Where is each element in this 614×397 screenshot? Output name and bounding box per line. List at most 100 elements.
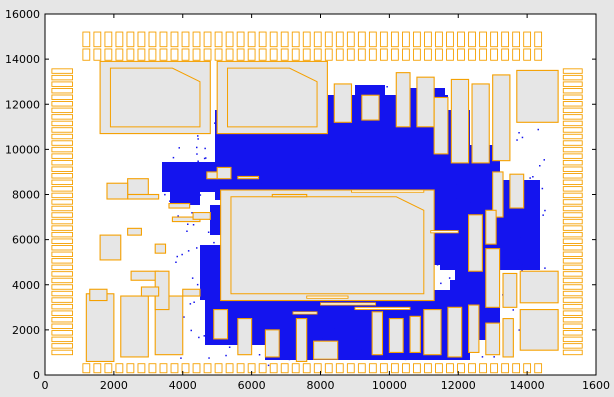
density-dot xyxy=(404,358,407,361)
std-cell xyxy=(447,306,463,358)
io-pad xyxy=(562,133,583,140)
io-pad xyxy=(468,31,476,48)
wire-segment xyxy=(306,295,349,299)
io-pad xyxy=(51,140,74,146)
density-dot xyxy=(455,198,457,200)
density-patch xyxy=(430,205,470,255)
io-pad xyxy=(562,343,583,349)
density-dot xyxy=(345,180,347,182)
density-dot xyxy=(185,183,188,186)
io-pad xyxy=(115,31,124,48)
std-cell xyxy=(154,243,167,254)
io-pad xyxy=(51,323,74,329)
x-tick-label: 8000 xyxy=(307,379,335,392)
density-dot xyxy=(197,160,199,162)
io-pad xyxy=(324,363,333,374)
io-pad xyxy=(225,48,234,61)
io-pad xyxy=(126,31,135,48)
x-tick-label: 14000 xyxy=(510,379,545,392)
io-pad xyxy=(562,88,583,94)
io-pad xyxy=(435,31,443,48)
std-cell xyxy=(485,209,497,245)
y-tick-label: 2000 xyxy=(12,324,40,337)
y-tick-label: 12000 xyxy=(5,98,40,111)
io-pad xyxy=(214,48,223,61)
io-pad xyxy=(181,31,190,48)
io-pad xyxy=(93,363,102,374)
macro-block xyxy=(216,60,328,135)
density-dot xyxy=(338,151,340,153)
io-pad xyxy=(51,88,74,94)
io-pad xyxy=(280,31,289,48)
io-pad xyxy=(512,31,520,48)
density-dot xyxy=(188,174,190,176)
io-pad xyxy=(51,212,74,218)
density-dot xyxy=(394,118,396,120)
density-dot xyxy=(544,209,546,212)
io-pad xyxy=(562,323,583,329)
density-dot xyxy=(481,356,484,358)
density-dot xyxy=(539,165,541,167)
io-pad xyxy=(51,68,74,74)
io-pad xyxy=(247,31,256,48)
io-pad xyxy=(368,31,377,48)
density-dot xyxy=(255,331,257,333)
density-dot xyxy=(529,251,531,254)
density-dot xyxy=(457,251,459,253)
io-pad xyxy=(512,363,520,374)
io-pad xyxy=(51,297,74,303)
io-pad xyxy=(51,205,74,212)
density-dot xyxy=(263,303,266,306)
density-dot xyxy=(405,302,408,304)
std-cell xyxy=(130,270,160,281)
io-pad xyxy=(51,258,74,264)
wire-segment xyxy=(430,230,459,234)
io-pad xyxy=(512,48,520,61)
io-pad xyxy=(368,363,377,374)
density-dot xyxy=(368,333,370,335)
density-dot xyxy=(198,172,200,174)
density-dot xyxy=(212,252,214,254)
io-pad xyxy=(562,225,583,231)
density-dot xyxy=(283,179,285,181)
density-dot xyxy=(196,283,199,286)
io-pad xyxy=(562,251,583,257)
io-pad xyxy=(335,363,344,374)
density-dot xyxy=(199,194,202,196)
density-dot xyxy=(357,187,359,190)
density-dot xyxy=(287,154,290,156)
density-dot xyxy=(361,349,363,351)
density-dot xyxy=(480,293,482,295)
io-pad xyxy=(562,245,583,251)
density-dot xyxy=(242,167,244,170)
io-pad xyxy=(562,199,583,205)
density-dot xyxy=(273,153,276,155)
io-pad xyxy=(562,74,583,81)
std-cell xyxy=(127,193,160,200)
io-pad xyxy=(490,48,498,61)
density-dot xyxy=(209,185,211,188)
io-pad xyxy=(379,363,388,374)
density-dot xyxy=(239,183,241,185)
macro-outline xyxy=(230,196,425,295)
density-dot xyxy=(298,168,300,171)
std-cell xyxy=(450,78,470,164)
density-dot xyxy=(267,364,270,367)
wire-segment xyxy=(354,306,411,311)
io-pad xyxy=(523,48,532,61)
io-pad xyxy=(51,186,74,192)
density-dot xyxy=(193,301,195,303)
density-dot xyxy=(192,224,195,226)
density-dot xyxy=(187,223,189,225)
io-pad xyxy=(51,159,74,166)
density-dot xyxy=(458,262,460,265)
io-pad xyxy=(479,31,487,48)
density-dot xyxy=(343,335,346,338)
density-dot xyxy=(529,192,531,194)
std-cell xyxy=(271,193,308,198)
io-pad xyxy=(93,31,102,48)
density-dot xyxy=(453,267,456,270)
density-dot xyxy=(399,156,401,158)
density-dot xyxy=(513,252,515,255)
io-pad xyxy=(534,363,543,374)
